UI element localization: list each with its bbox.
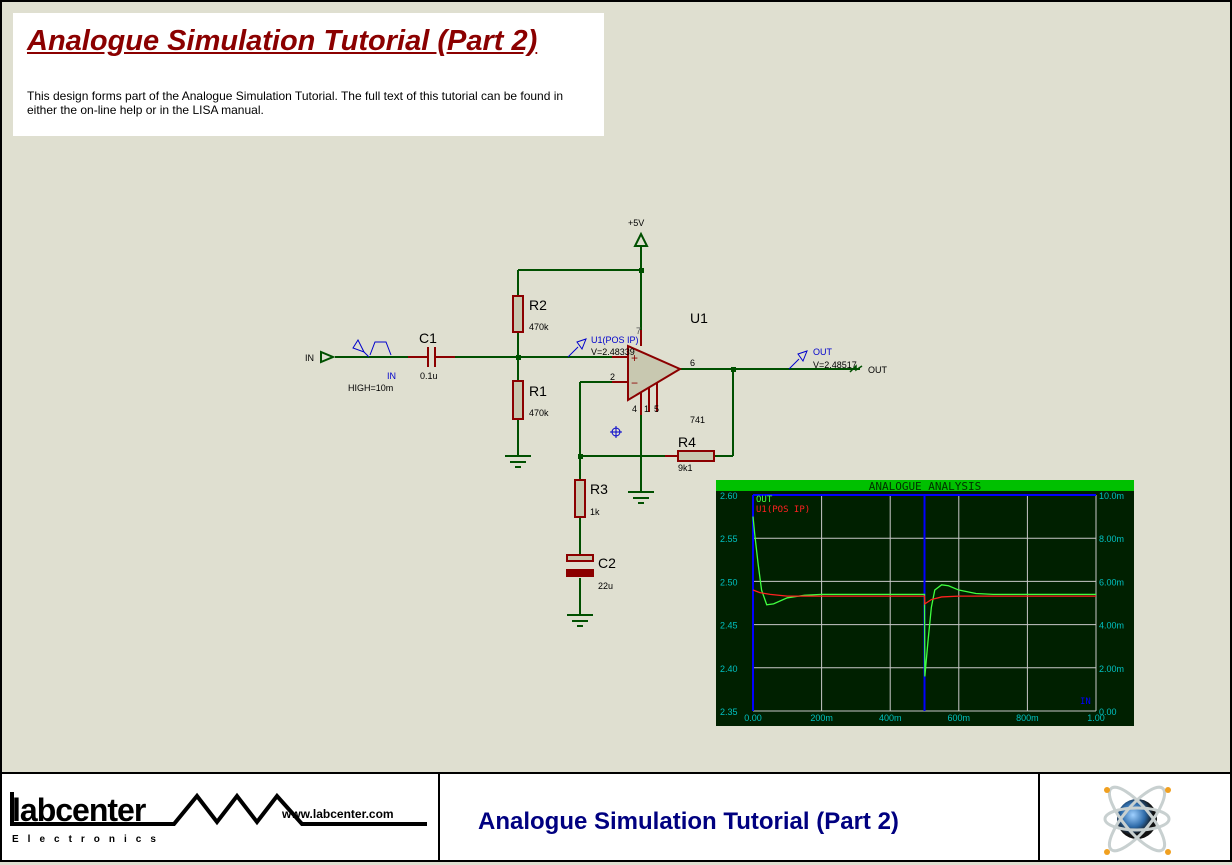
graph-title-bar	[716, 480, 1134, 491]
x-tick-label: 0.00	[744, 713, 762, 723]
junctions	[516, 268, 736, 459]
wires	[335, 245, 860, 615]
r4-value: 9k1	[678, 463, 693, 473]
logo-url: www.labcenter.com	[281, 807, 394, 821]
c1-ref: C1	[419, 330, 437, 346]
r3-ref: R3	[590, 481, 608, 497]
y-tick-label: 2.55	[720, 534, 738, 544]
x-tick-label: 1.00	[1087, 713, 1105, 723]
crosshair-icon	[610, 426, 622, 438]
description: This design forms part of the Analogue S…	[27, 89, 564, 117]
probe-out-reading: V=2.48517	[813, 360, 857, 370]
proteus-atom-icon	[1103, 785, 1171, 855]
page-title: Analogue Simulation Tutorial (Part 2)	[27, 25, 538, 57]
pin-7: 7	[636, 326, 641, 336]
pin-2: 2	[610, 372, 615, 382]
generator-param: HIGH=10m	[348, 383, 393, 393]
analogue-analysis-graph[interactable]: ANALOGUE ANALYSIS 2.35 0.00 2.40 2.00m 2.45 4…	[716, 480, 1134, 726]
u1-value: 741	[690, 415, 705, 425]
x-tick-label: 800m	[1016, 713, 1039, 723]
y2-tick-label: 6.00m	[1099, 577, 1124, 587]
footer-logo-cell	[1038, 772, 1232, 862]
legend-pos-ip: U1(POS IP)	[756, 505, 810, 515]
r2-ref: R2	[529, 297, 547, 313]
pin-5: 5	[654, 404, 659, 414]
ground-icon	[505, 455, 654, 627]
u1-ref: U1	[690, 310, 708, 326]
input-terminal-label: IN	[305, 353, 314, 363]
y2-tick-label: 2.00m	[1099, 664, 1124, 674]
y2-tick-label: 10.0m	[1099, 491, 1124, 501]
c2	[566, 554, 594, 562]
c2-value: 22u	[598, 581, 613, 591]
series-line-1	[752, 589, 1096, 606]
generator-name: IN	[387, 371, 396, 381]
plus-sign: +	[631, 351, 638, 365]
output-terminal-icon[interactable]	[849, 364, 863, 373]
logo-sub: Electronics	[12, 834, 165, 845]
components[interactable]	[408, 295, 715, 577]
y2-tick-label: 0.00	[1099, 707, 1117, 717]
r3	[574, 479, 586, 518]
company-logo-cell: labcenter www.labcenter.com Electronics	[0, 772, 440, 862]
right-axis-label: IN	[1080, 697, 1091, 707]
schematic[interactable]: +5V IN IN HIGH=10m C1 R2 R1 R3 R4 C2 U1 …	[0, 0, 1232, 772]
r4-ref: R4	[678, 434, 696, 450]
y2-tick-label: 8.00m	[1099, 534, 1124, 544]
probe-out-name: OUT	[813, 347, 833, 357]
x-tick-label: 400m	[879, 713, 902, 723]
pin-6: 6	[690, 358, 695, 368]
y-tick-label: 2.45	[720, 621, 738, 631]
supply-label: +5V	[628, 218, 644, 228]
footer: labcenter www.labcenter.com Electronics …	[0, 772, 1232, 862]
footer-title: Analogue Simulation Tutorial (Part 2)	[478, 808, 899, 835]
opamp-u1	[627, 344, 683, 402]
power-terminal-icon	[633, 231, 649, 247]
legend-out: OUT	[756, 495, 773, 505]
minus-sign: −	[631, 376, 638, 390]
r4	[677, 450, 715, 462]
r1-ref: R1	[529, 383, 547, 399]
c1-value: 0.1u	[420, 371, 438, 381]
input-terminal-icon[interactable]	[320, 350, 336, 364]
probe-pos-name: U1(POS IP)	[591, 335, 639, 345]
y-tick-label: 2.40	[720, 664, 738, 674]
r3-value: 1k	[590, 507, 600, 517]
y-tick-label: 2.35	[720, 707, 738, 717]
x-tick-label: 600m	[948, 713, 971, 723]
r2	[512, 295, 524, 333]
voltage-probe-icon[interactable]	[567, 338, 808, 370]
pin-4: 4	[632, 404, 637, 414]
r1-value: 470k	[529, 408, 549, 418]
r2-value: 470k	[529, 322, 549, 332]
y-tick-label: 2.50	[720, 577, 738, 587]
pin-1: 1	[644, 404, 649, 414]
r1	[512, 380, 524, 420]
graph-title: ANALOGUE ANALYSIS	[869, 480, 982, 493]
footer-title-cell: Analogue Simulation Tutorial (Part 2)	[438, 772, 1040, 862]
x-tick-label: 200m	[810, 713, 833, 723]
c2-ref: C2	[598, 555, 616, 571]
y2-tick-label: 4.00m	[1099, 621, 1124, 631]
pulse-generator-icon[interactable]	[352, 338, 392, 358]
probe-pos-reading: V=2.48339	[591, 347, 635, 357]
title-block: Analogue Simulation Tutorial (Part 2) Th…	[13, 13, 604, 136]
y-tick-label: 2.60	[720, 491, 738, 501]
labcenter-logo: labcenter www.labcenter.com Electronics	[10, 792, 427, 845]
output-terminal-label: OUT	[868, 365, 888, 375]
